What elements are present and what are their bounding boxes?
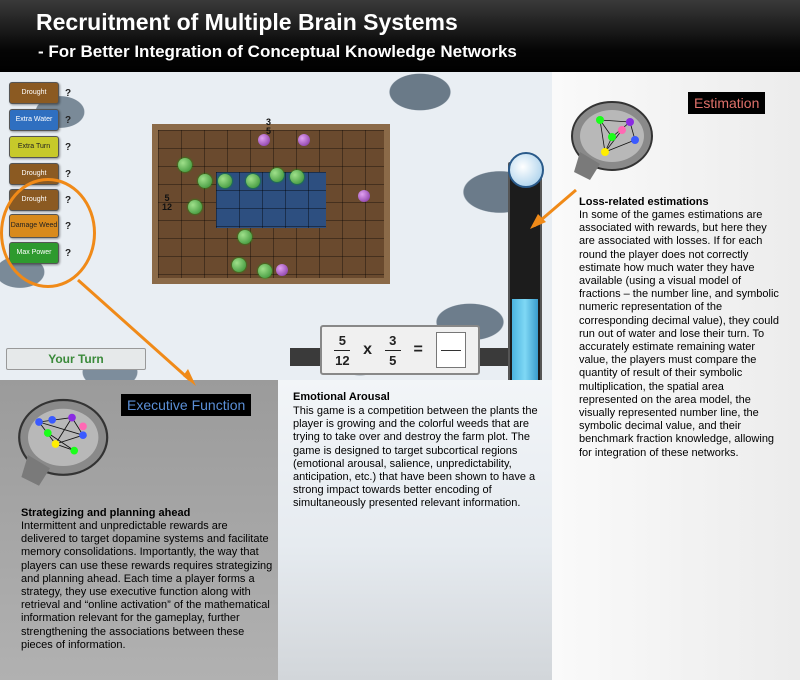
equals-sign: = xyxy=(413,341,423,358)
watered-area-model xyxy=(216,172,326,228)
emotional-body: This game is a competition between the p… xyxy=(293,405,538,510)
answer-input[interactable] xyxy=(435,332,466,368)
plant-sprite xyxy=(198,174,212,188)
fraction-numerator: 5 xyxy=(164,193,170,203)
powerup-label: Extra Water xyxy=(15,116,53,123)
fraction-denominator: 12 xyxy=(335,352,350,368)
estimation-heading: Loss-related estimations xyxy=(579,196,709,208)
weed-sprite xyxy=(358,190,370,202)
fraction-numerator: 5 xyxy=(338,332,346,348)
weed-sprite xyxy=(258,134,270,146)
fraction-bar xyxy=(384,349,401,351)
estimation-body: In some of the games estimations are ass… xyxy=(579,209,779,459)
powerup-extra-turn-button[interactable]: Extra Turn xyxy=(9,136,59,158)
estimation-label: Estimation xyxy=(688,92,766,114)
fraction-denominator: 12 xyxy=(162,202,173,212)
emotional-heading: Emotional Arousal xyxy=(293,391,390,403)
executive-body: Intermittent and unpredictable rewards a… xyxy=(21,520,273,651)
weed-sprite xyxy=(298,134,310,146)
water-level-fill xyxy=(512,298,538,380)
plant-sprite xyxy=(218,174,232,188)
game-screenshot: Drought ? Extra Water ? Extra Turn ? Dro… xyxy=(0,72,552,380)
plant-sprite xyxy=(188,200,202,214)
highlight-circle xyxy=(0,178,96,288)
plant-sprite xyxy=(246,174,260,188)
plant-sprite xyxy=(232,258,246,272)
page-title: Recruitment of Multiple Brain Systems xyxy=(36,9,458,35)
header-banner: Recruitment of Multiple Brain Systems - … xyxy=(0,0,800,72)
water-tank xyxy=(508,162,542,380)
plant-sprite xyxy=(238,230,252,244)
board-fraction-left: 5 12 xyxy=(162,194,172,212)
board-fraction-top: 3 5 xyxy=(266,118,271,136)
plant-sprite xyxy=(178,158,192,172)
farm-plot-board[interactable]: 3 5 5 12 xyxy=(152,118,390,284)
multiplication-equation: 5 12 x 3 5 = xyxy=(320,325,480,375)
powerup-drought-button[interactable]: Drought xyxy=(9,82,59,104)
help-icon[interactable]: ? xyxy=(65,115,72,126)
times-sign: x xyxy=(363,341,373,358)
weed-sprite xyxy=(276,264,288,276)
plant-sprite xyxy=(290,170,304,184)
emotional-arousal-panel: Emotional Arousal This game is a competi… xyxy=(278,380,552,680)
fraction-denominator: 5 xyxy=(389,352,397,368)
brain-network-icon xyxy=(18,398,109,486)
executive-function-label: Executive Function xyxy=(121,394,252,416)
mascot-icon xyxy=(508,152,544,188)
brain-network-icon xyxy=(571,101,653,180)
powerup-label: Extra Turn xyxy=(17,143,51,150)
help-icon[interactable]: ? xyxy=(65,169,72,180)
plant-sprite xyxy=(270,168,284,182)
fraction-numerator: 3 xyxy=(266,117,272,127)
executive-function-panel: Executive Function Strategizing and plan… xyxy=(0,380,278,680)
help-icon[interactable]: ? xyxy=(65,88,72,99)
page-subtitle: - For Better Integration of Conceptual K… xyxy=(38,42,517,61)
equation-left-fraction: 5 12 xyxy=(334,332,351,368)
executive-heading: Strategizing and planning ahead xyxy=(21,507,191,519)
equation-right-fraction: 3 5 xyxy=(384,332,401,368)
fraction-bar xyxy=(334,349,351,351)
fraction-denominator: 5 xyxy=(266,126,272,136)
powerup-extra-water-button[interactable]: Extra Water xyxy=(9,109,59,131)
help-icon[interactable]: ? xyxy=(65,142,72,153)
estimation-panel: Estimation Loss-related estimations In s… xyxy=(552,72,800,680)
powerup-label: Drought xyxy=(21,89,47,96)
fraction-numerator: 3 xyxy=(389,332,397,348)
plant-sprite xyxy=(258,264,272,278)
powerup-label: Drought xyxy=(21,170,47,177)
your-turn-indicator: Your Turn xyxy=(6,348,146,370)
